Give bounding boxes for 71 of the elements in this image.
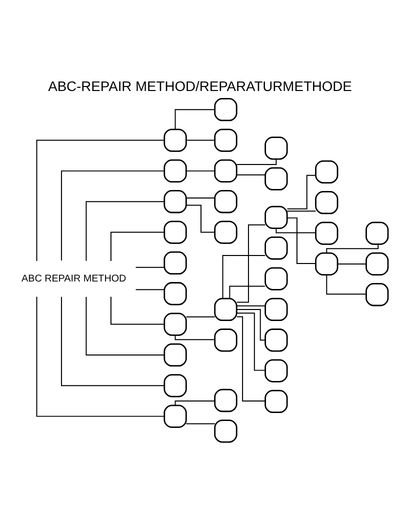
connector [326,274,367,295]
connector [174,334,216,340]
node-box [214,298,238,322]
connector [135,289,165,290]
node-box [315,160,338,184]
diagram-title: ABC-REPAIR METHOD/REPARATURMETHODE [48,78,352,94]
connector [229,286,266,299]
connector [135,266,165,268]
node-box [214,190,238,214]
connector [286,174,316,210]
connector [186,316,216,318]
connector [222,255,266,300]
connector [186,140,216,141]
node-box [366,222,389,245]
connector [174,109,216,130]
node-box [164,343,187,367]
connector [186,170,216,172]
node-box [264,298,288,322]
connector [36,296,164,417]
connector [110,232,165,262]
connector [186,423,216,424]
node-box [315,222,338,245]
node-box [366,252,389,276]
node-box [214,159,238,183]
connector [337,263,367,264]
node-text: ABC REPAIR METHOD [22,273,126,284]
node-box [264,206,288,230]
node-box [164,220,187,244]
node-box [264,136,288,160]
node-box [164,251,187,275]
node-box [264,267,288,290]
connector [186,204,216,233]
node-box [164,282,187,306]
connector [276,228,316,234]
node-box [315,191,338,214]
connector [236,174,266,176]
connector [86,201,165,262]
connector [110,296,165,325]
connector [236,316,266,402]
connector [60,296,165,386]
connector [236,308,266,341]
node-box [264,236,288,260]
node-box [264,359,288,382]
node-box [164,404,187,428]
node-box [214,98,238,122]
connector [236,224,266,303]
connector [86,296,165,356]
connector [236,158,277,165]
node-box [315,252,338,276]
node-box [214,388,238,412]
node-box [264,167,288,190]
connector [286,210,316,212]
node-box [214,220,238,244]
node-box [264,328,288,352]
connector [36,140,164,262]
connector [287,217,316,264]
node-box [214,420,238,443]
node-box [366,283,389,306]
node-box [214,128,238,152]
connector [174,400,216,406]
node-box [164,159,187,183]
node-box [214,328,238,352]
node-box [164,128,187,152]
connector [236,305,266,306]
node-box [164,374,187,398]
node-box [164,190,187,214]
connector [326,244,379,254]
node-box [164,312,187,336]
connector [236,312,266,371]
node-box [264,390,288,414]
connector [60,170,165,261]
